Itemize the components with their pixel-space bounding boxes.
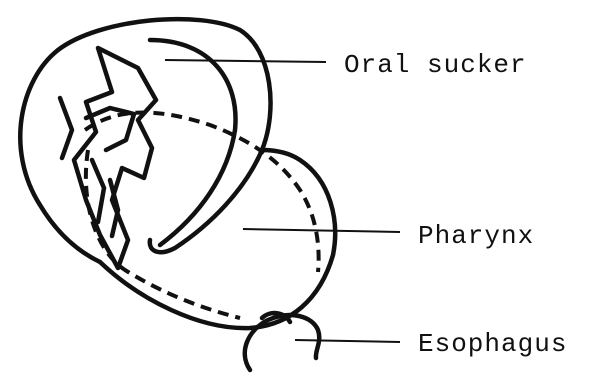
- pharynx-lower-dashed: [86, 150, 240, 318]
- label-esophagus: Esophagus: [418, 329, 567, 359]
- leader-esophagus: [295, 340, 400, 342]
- oral-sucker-inner-rim: [150, 40, 236, 245]
- label-oral-sucker: Oral sucker: [344, 50, 527, 80]
- leader-oral-sucker: [165, 60, 326, 62]
- label-pharynx: Pharynx: [418, 221, 534, 251]
- oral-sucker-outline: [58, 19, 271, 252]
- pharynx-lumen-dashed: [85, 113, 319, 273]
- leader-pharynx: [243, 229, 400, 232]
